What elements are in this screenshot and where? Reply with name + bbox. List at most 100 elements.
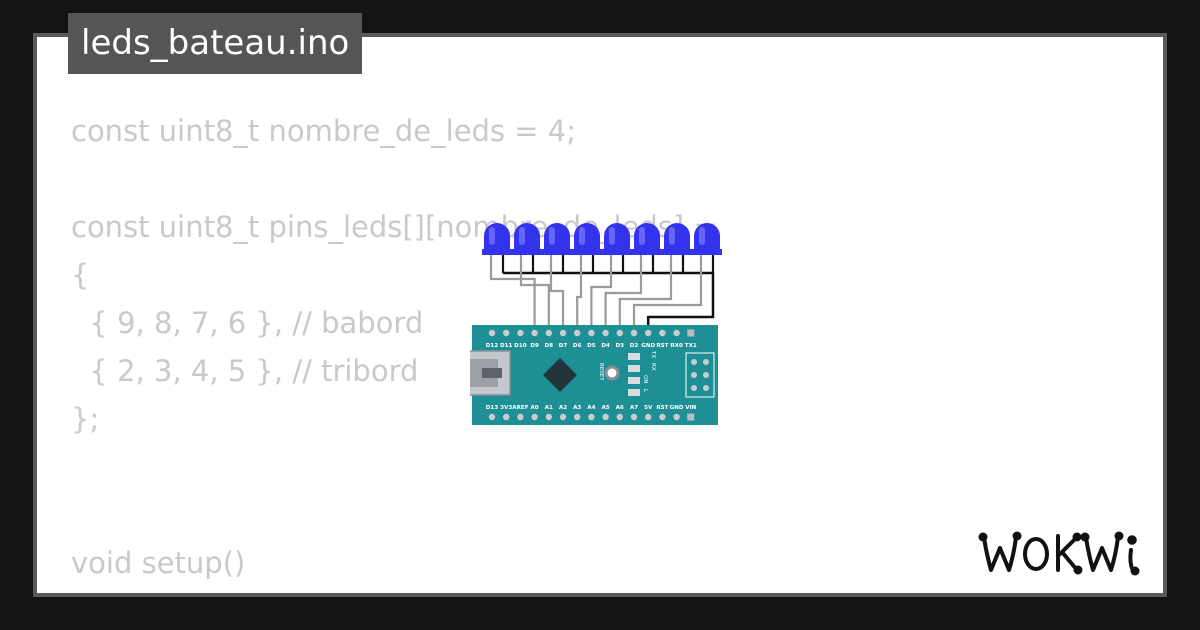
- wokwi-logo: [978, 531, 1140, 576]
- pin-d5[interactable]: [588, 329, 595, 337]
- indicator-label-tx: TX: [650, 350, 656, 358]
- pin-d9[interactable]: [531, 329, 538, 337]
- pin-d4[interactable]: [602, 329, 609, 337]
- code-line: void setup(): [71, 546, 246, 580]
- pin-vin[interactable]: [687, 413, 695, 421]
- pin-gnd[interactable]: [673, 413, 680, 421]
- reset-button-label: RESET: [598, 363, 604, 381]
- blue-led-icon[interactable]: [692, 223, 722, 255]
- indicator-label-on: ON: [642, 375, 648, 383]
- led-anode-wire: [549, 255, 565, 329]
- top-pin-label: D5: [587, 343, 596, 349]
- blue-led-icon[interactable]: [662, 223, 692, 255]
- bottom-pin-label: 5V: [644, 405, 653, 411]
- wires: [489, 255, 715, 329]
- bottom-pin-label: A3: [573, 405, 581, 411]
- led-anode-wire: [519, 255, 550, 329]
- on-led: [628, 377, 640, 384]
- icsp-pin: [691, 359, 697, 365]
- pin-rx0[interactable]: [673, 329, 680, 337]
- pin-d11[interactable]: [503, 329, 510, 337]
- blue-led-icon[interactable]: [602, 223, 632, 255]
- pin-gnd[interactable]: [645, 329, 652, 337]
- led-anode-wire: [632, 255, 703, 329]
- top-pin-label: GND: [641, 343, 655, 349]
- pin-a0[interactable]: [531, 413, 538, 421]
- pin-3v3[interactable]: [503, 413, 510, 421]
- code-line: [71, 443, 718, 491]
- pin-a5[interactable]: [602, 413, 609, 421]
- bottom-pin-label: 3V3: [500, 405, 512, 411]
- ground-return-wire: [646, 273, 715, 329]
- pin-d8[interactable]: [545, 329, 552, 337]
- top-pin-label: D8: [545, 343, 554, 349]
- tx-led: [628, 353, 640, 360]
- pin-a6[interactable]: [616, 413, 623, 421]
- led-highlight: [489, 227, 495, 245]
- pin-d3[interactable]: [616, 329, 623, 337]
- pin-rst[interactable]: [659, 413, 666, 421]
- led-strip: [482, 223, 722, 255]
- led-rim: [602, 249, 632, 255]
- file-name-tab[interactable]: leds_bateau.ino: [68, 13, 363, 74]
- top-pin-label: D12: [486, 343, 499, 349]
- icsp-pin: [703, 385, 709, 391]
- pin-d10[interactable]: [517, 329, 524, 337]
- indicator-label-rx: RX: [650, 363, 656, 371]
- pin-d7[interactable]: [559, 329, 567, 337]
- bottom-pin-label: VIN: [685, 405, 696, 411]
- led-anode-wire: [590, 255, 613, 329]
- pin-aref[interactable]: [517, 413, 524, 421]
- blue-led-icon[interactable]: [512, 223, 542, 255]
- code-line: { 9, 8, 7, 6 }, // babord: [71, 306, 424, 340]
- led-highlight: [549, 227, 555, 245]
- bottom-pin-label: AREF: [512, 405, 528, 411]
- led-anode-wire: [576, 255, 583, 329]
- led-anode-wire: [618, 255, 673, 329]
- top-pin-label: D2: [630, 343, 639, 349]
- code-preview: const uint8_t nombre_de_leds = 4;const u…: [71, 107, 718, 593]
- bottom-pin-label: D13: [486, 405, 499, 411]
- code-line: [71, 491, 718, 539]
- led-rim: [662, 249, 692, 255]
- pin-tx1[interactable]: [687, 329, 695, 337]
- pin-a4[interactable]: [588, 413, 595, 421]
- pin-rst[interactable]: [659, 329, 666, 337]
- top-pin-label: D11: [500, 343, 513, 349]
- pin-a1[interactable]: [545, 413, 552, 421]
- pin-d12[interactable]: [488, 329, 496, 337]
- icsp-pins: [691, 359, 709, 391]
- top-pin-label: D9: [530, 343, 539, 349]
- blue-led-icon[interactable]: [632, 223, 662, 255]
- pin-a7[interactable]: [630, 413, 638, 421]
- pin-a3[interactable]: [574, 413, 581, 421]
- bottom-pin-label: A7: [630, 405, 638, 411]
- blue-led-icon[interactable]: [542, 223, 572, 255]
- reset-button[interactable]: [604, 365, 620, 381]
- code-line: [71, 155, 718, 203]
- pin-d13[interactable]: [488, 413, 496, 421]
- code-line: {: [71, 258, 90, 292]
- top-pin-label: D6: [573, 343, 582, 349]
- pin-d2[interactable]: [630, 329, 638, 337]
- blue-led-icon[interactable]: [482, 223, 512, 255]
- pin-a2[interactable]: [559, 413, 567, 421]
- top-pin-label: D3: [616, 343, 625, 349]
- bottom-pin-label: RST: [656, 405, 668, 411]
- pin-5v[interactable]: [645, 413, 652, 421]
- led-highlight: [519, 227, 525, 245]
- blue-led-icon[interactable]: [572, 223, 602, 255]
- icsp-pin: [691, 372, 697, 378]
- top-pin-label: D4: [601, 343, 610, 349]
- led-rim: [482, 249, 512, 255]
- pin-d6[interactable]: [574, 329, 581, 337]
- top-pin-label: D10: [514, 343, 527, 349]
- bottom-pin-label: A2: [559, 405, 567, 411]
- icsp-pin: [691, 385, 697, 391]
- led-rim: [542, 249, 572, 255]
